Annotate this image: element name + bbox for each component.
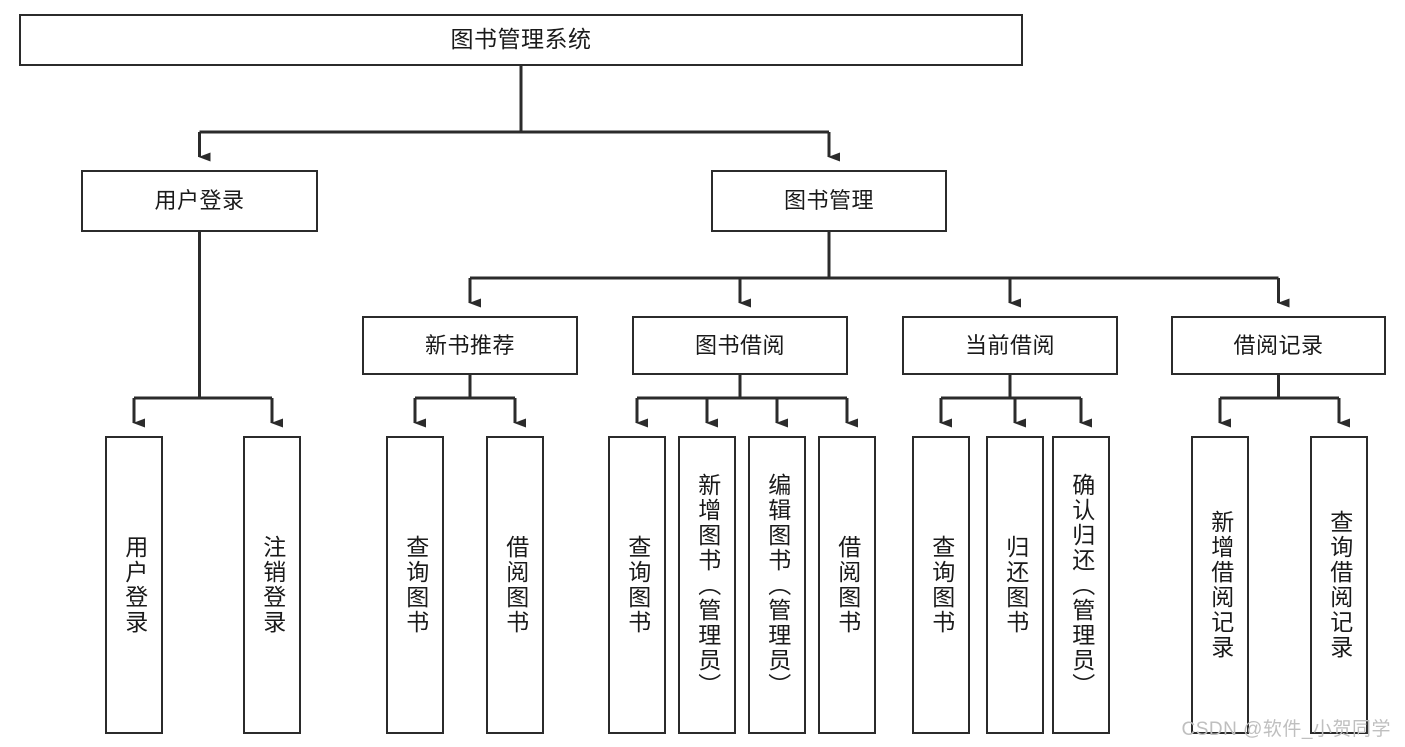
node-label: 图书管理 <box>783 188 874 214</box>
node-label: 图书借阅 <box>694 332 785 358</box>
node-leaf-confirm-return[interactable]: 确认归还（管理员） <box>1052 436 1110 734</box>
node-borrow-record[interactable]: 借阅记录 <box>1171 316 1386 375</box>
node-current-borrow[interactable]: 当前借阅 <box>902 316 1118 375</box>
node-label: 查询图书 <box>624 535 651 635</box>
node-label: 查询图书 <box>928 535 955 635</box>
node-label: 归还图书 <box>1002 535 1029 635</box>
node-label: 图书管理系统 <box>450 26 592 53</box>
node-label: 查询图书 <box>402 535 429 635</box>
node-label: 借阅图书 <box>834 535 861 635</box>
node-label: 注销登录 <box>259 535 286 635</box>
node-label: 确认归还（管理员） <box>1068 472 1095 698</box>
node-label: 用户登录 <box>121 535 148 635</box>
node-leaf-return-book[interactable]: 归还图书 <box>986 436 1044 734</box>
node-book-borrow[interactable]: 图书借阅 <box>632 316 848 375</box>
node-label: 新书推荐 <box>424 332 515 358</box>
node-label: 编辑图书（管理员） <box>764 472 791 698</box>
node-leaf-borrow-book-1[interactable]: 借阅图书 <box>486 436 544 734</box>
node-leaf-user-logout[interactable]: 注销登录 <box>243 436 301 734</box>
node-leaf-user-login[interactable]: 用户登录 <box>105 436 163 734</box>
node-label: 当前借阅 <box>964 332 1055 358</box>
node-label: 查询借阅记录 <box>1326 510 1353 660</box>
node-root[interactable]: 图书管理系统 <box>19 14 1023 66</box>
node-leaf-edit-book[interactable]: 编辑图书（管理员） <box>748 436 806 734</box>
node-leaf-query-record[interactable]: 查询借阅记录 <box>1310 436 1368 734</box>
node-leaf-query-book-1[interactable]: 查询图书 <box>386 436 444 734</box>
node-leaf-query-book-3[interactable]: 查询图书 <box>912 436 970 734</box>
node-label: 借阅记录 <box>1233 332 1324 358</box>
node-label: 新增借阅记录 <box>1207 510 1234 660</box>
node-leaf-add-record[interactable]: 新增借阅记录 <box>1191 436 1249 734</box>
node-label: 新增图书（管理员） <box>694 472 721 698</box>
node-label: 借阅图书 <box>502 535 529 635</box>
node-book-manage[interactable]: 图书管理 <box>711 170 947 232</box>
node-user-login[interactable]: 用户登录 <box>81 170 318 232</box>
node-leaf-query-book-2[interactable]: 查询图书 <box>608 436 666 734</box>
node-label: 用户登录 <box>154 188 245 214</box>
node-leaf-borrow-book-2[interactable]: 借阅图书 <box>818 436 876 734</box>
node-new-book-rec[interactable]: 新书推荐 <box>362 316 578 375</box>
node-leaf-add-book[interactable]: 新增图书（管理员） <box>678 436 736 734</box>
